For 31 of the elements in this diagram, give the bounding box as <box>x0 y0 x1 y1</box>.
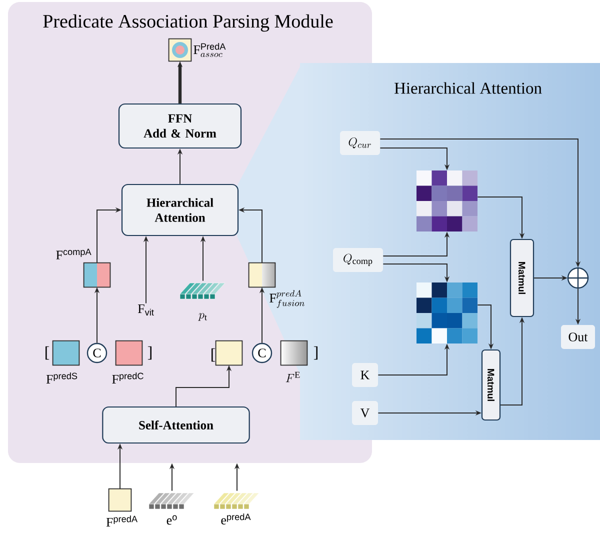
attention-heatmap <box>416 282 478 344</box>
feature-label: $\mathrm{e}^{\mathsf{o}}$ <box>166 515 177 525</box>
attention-heatmap <box>416 170 478 232</box>
feature-label: $\mathrm{F}^{\mathsf{predS}}$ <box>46 372 78 384</box>
input-box: K <box>352 363 378 387</box>
process-box: Hierarchical Attention <box>121 184 239 236</box>
bracket-label: ] <box>148 346 152 360</box>
process-box: FFN Add & Norm <box>118 103 242 149</box>
feature-label: $F^{\mathrm{E}}$ <box>286 372 300 382</box>
feature-square <box>215 340 243 366</box>
input-box: $Q_{\mathrm{comp}}$ <box>333 248 383 272</box>
process-box: Self-Attention <box>102 406 250 444</box>
plus-circle <box>566 266 590 290</box>
feature-label: $\mathrm{F}^{\mathsf{predA}}$ <box>106 516 138 526</box>
input-box: V <box>352 401 378 425</box>
feature-label: $p_{\mathrm{t}}$ <box>198 313 207 321</box>
input-box: $Q_{cur}$ <box>340 131 380 155</box>
panel-title: Predicate Association Parsing Module <box>43 14 333 32</box>
panel-title: Hierarchical Attention <box>394 82 542 94</box>
feature-label: $\mathrm{e}^{\mathsf{predA}}$ <box>221 513 251 525</box>
input-box: Out <box>561 325 595 349</box>
process-box: Matmul <box>510 238 534 318</box>
feature-label: $\mathrm{F}^{\mathsf{predC}}$ <box>112 372 144 384</box>
bracket-label: [ <box>46 346 50 360</box>
feature-label: $\mathrm{F}_{\mathsf{vit}}$ <box>138 304 154 316</box>
bracket-label: ] <box>314 346 318 360</box>
process-box: Matmul <box>481 349 501 421</box>
feature-label: $\mathrm{F}^{\mathsf{PredA}}_{assoc}$ <box>194 43 226 58</box>
feature-label: $\mathrm{F}^{\mathsf{compA}}$ <box>56 248 92 260</box>
feature-label: $\mathrm{F}^{predA}_{fusion}$ <box>270 290 304 308</box>
bracket-label: [ <box>212 348 216 362</box>
